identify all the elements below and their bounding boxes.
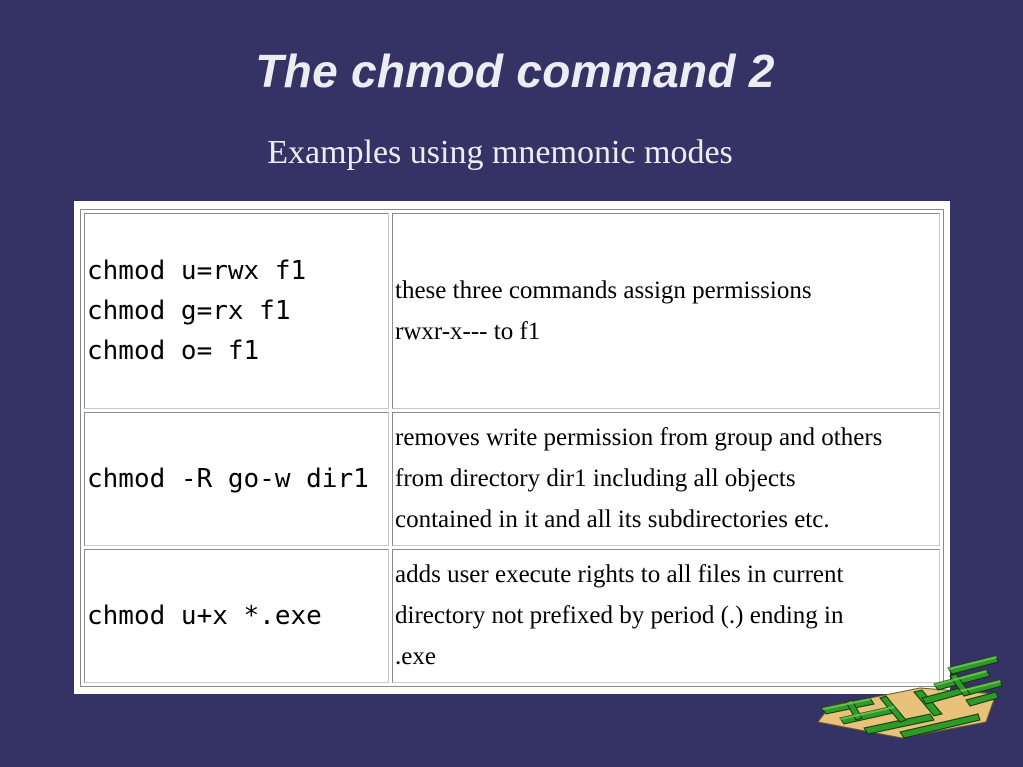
- slide-subtitle: Examples using mnemonic modes: [267, 134, 733, 171]
- description-line: contained in it and all its subdirectori…: [395, 506, 830, 534]
- examples-table-container: chmod u=rwx f1 chmod g=rx f1 chmod o= f1 t…: [74, 201, 950, 694]
- green-maze-logo-icon: [817, 655, 1003, 739]
- command-cell: chmod u+x *.exe: [84, 548, 389, 683]
- description-line: these three commands assign permissions: [395, 276, 812, 304]
- description-line: rwxr-x--- to f1: [395, 317, 541, 345]
- description-cell: adds user execute rights to all files in…: [392, 548, 940, 683]
- description-line: .exe: [395, 643, 436, 671]
- description-cell: removes write permission from group and …: [392, 411, 940, 546]
- examples-table: chmod u=rwx f1 chmod g=rx f1 chmod o= f1 t…: [80, 209, 944, 687]
- command-line: chmod o= f1: [87, 335, 260, 366]
- command-line: chmod u+x *.exe: [87, 600, 322, 631]
- description-line: directory not prefixed by period (.) end…: [395, 602, 844, 630]
- description-cell: these three commands assign permissions …: [392, 213, 940, 409]
- command-line: chmod g=rx f1: [87, 295, 291, 326]
- command-line: chmod -R go-w dir1: [87, 463, 369, 494]
- command-cell: chmod -R go-w dir1: [84, 411, 389, 546]
- slide-title: The chmod command 2: [255, 45, 775, 97]
- table-row: chmod -R go-w dir1 removes write permiss…: [84, 411, 940, 546]
- table-row: chmod u=rwx f1 chmod g=rx f1 chmod o= f1 t…: [84, 213, 940, 409]
- command-cell: chmod u=rwx f1 chmod g=rx f1 chmod o= f1: [84, 213, 389, 409]
- description-line: from directory dir1 including all object…: [395, 465, 796, 493]
- command-line: chmod u=rwx f1: [87, 255, 307, 286]
- description-line: adds user execute rights to all files in…: [395, 561, 844, 589]
- table-row: chmod u+x *.exe adds user execute rights…: [84, 548, 940, 683]
- description-line: removes write permission from group and …: [395, 424, 883, 452]
